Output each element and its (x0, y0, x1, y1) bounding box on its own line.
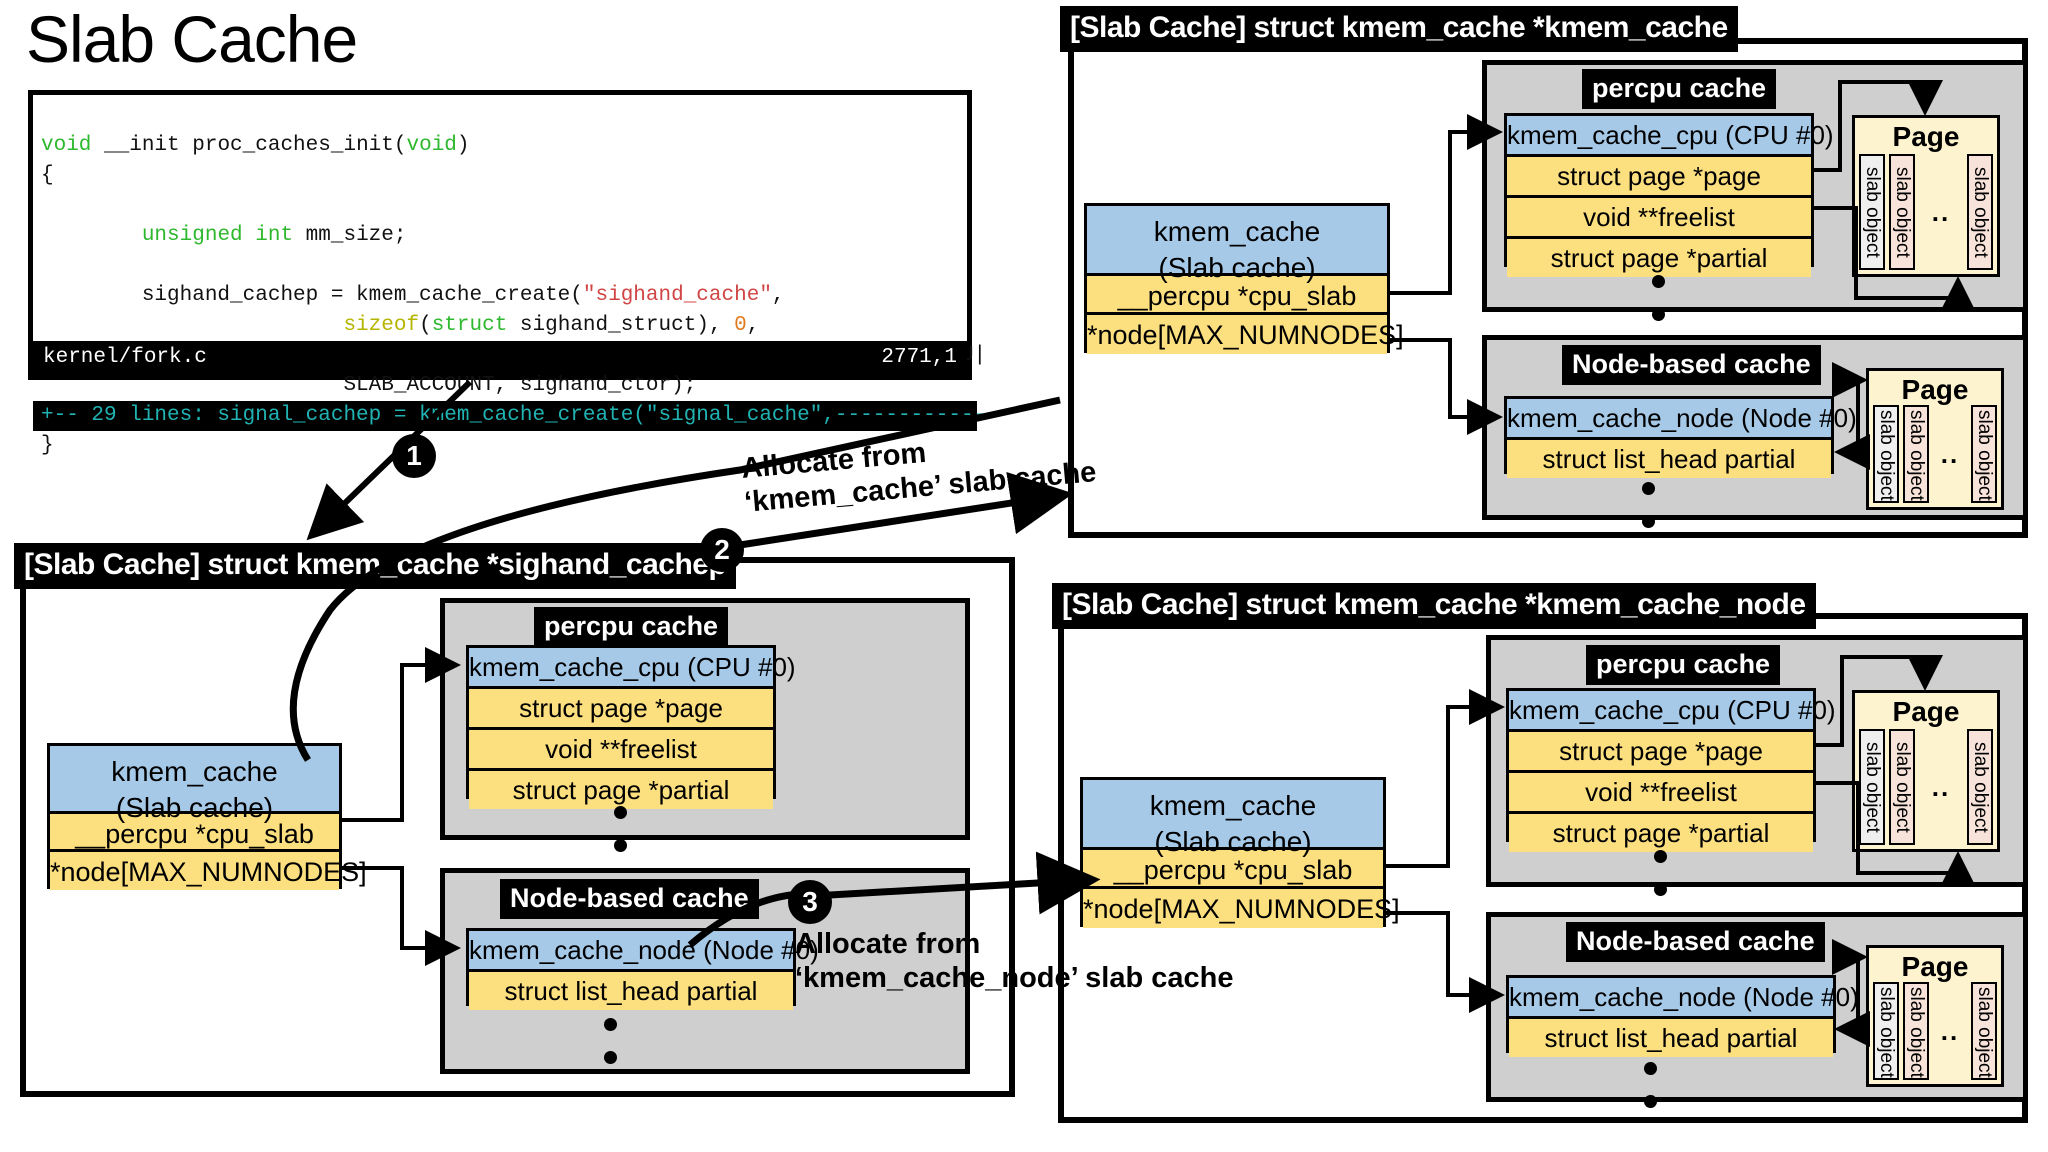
slab-object: slab object (1889, 729, 1915, 845)
kcnode-node-cache-title: Node-based cache (1566, 922, 1825, 962)
editor-statusbar: kernel/fork.c 2771,1 (33, 341, 967, 375)
kcnode-cpu-slab-row: __percpu *cpu_slab (1083, 850, 1383, 889)
step-marker-3: 3 (788, 880, 832, 924)
sighand-kmem-cache-cpu-head: kmem_cache_cpu (CPU #0) (469, 648, 796, 689)
slab-object: slab object (1967, 729, 1993, 845)
sighand-node-vdots (604, 1018, 618, 1084)
kmemcache-node-head: kmem_cache_node (Node #0) (1507, 399, 1857, 440)
page-label: Page (1892, 696, 1960, 727)
slab-object: slab object (1859, 729, 1885, 845)
slab-ellipsis: .. (1940, 1015, 1960, 1046)
kmemcache-percpu-vdots (1652, 275, 1666, 341)
slab-ellipsis: .. (1940, 438, 1960, 469)
kcnode-kmem-cache-node-box: kmem_cache_node (Node #0) struct list_he… (1506, 975, 1859, 1057)
sighand-kmem-cache-node-box: kmem_cache_node (Node #0) struct list_he… (466, 928, 819, 1010)
kmem-cache-title: kmem_cache (1153, 216, 1321, 247)
kmem-cache-title: kmem_cache (111, 756, 278, 787)
kmemcache-percpu-slab-row: slab object slab object .. slab object (1859, 154, 1993, 270)
sighand-cpu-slab-row: __percpu *cpu_slab (50, 814, 339, 852)
kcnode-node-head: kmem_cache_node (Node #0) (1509, 978, 1859, 1019)
kcnode-header: kmem_cache (Slab cache) (1083, 780, 1383, 857)
panel-kmem-cache-node-title: [Slab Cache] struct kmem_cache *kmem_cac… (1052, 583, 1816, 629)
slab-ellipsis: .. (1931, 196, 1951, 227)
sighand-kmem-cache-box: kmem_cache (Slab cache) __percpu *cpu_sl… (47, 743, 367, 890)
editor-cursor-position: 2771,1 (881, 346, 957, 369)
slab-object: slab object (1873, 982, 1899, 1080)
slab-object: slab object (1889, 154, 1915, 270)
kmemcache-struct-page-partial: struct page *partial (1507, 239, 1811, 277)
kmemcache-cpu-head: kmem_cache_cpu (CPU #0) (1507, 116, 1834, 157)
slab-ellipsis: .. (1931, 771, 1951, 802)
kmemcache-node-page-box: Page slab object slab object .. slab obj… (1866, 368, 2004, 510)
sighand-struct-page-page: struct page *page (469, 689, 773, 730)
sighand-kmem-cache-node-head: kmem_cache_node (Node #0) (469, 931, 819, 972)
code-fold-line[interactable]: +-- 29 lines: signal_cachep = kmem_cache… (33, 401, 999, 431)
kcnode-list-head-partial: struct list_head partial (1509, 1019, 1833, 1057)
kmemcache-node-slab-row: slab object slab object .. slab object (1873, 405, 1997, 503)
sighand-list-head-partial: struct list_head partial (469, 972, 793, 1010)
kcnode-node-slab-row: slab object slab object .. slab object (1873, 982, 1997, 1080)
annotation-step-3: Allocate from ‘kmem_cache_node’ slab cac… (795, 927, 1233, 995)
kmemcache-list-head-partial: struct list_head partial (1507, 440, 1831, 478)
slab-object: slab object (1903, 982, 1929, 1080)
slab-object: slab object (1873, 405, 1899, 503)
annotation-step-3-line2: ‘kmem_cache_node’ slab cache (795, 962, 1234, 994)
slab-object: slab object (1903, 405, 1929, 503)
kcnode-percpu-vdots (1654, 850, 1668, 916)
kcnode-node-array-row: *node[MAX_NUMNODES] (1083, 889, 1400, 928)
kcnode-kmem-cache-box: kmem_cache (Slab cache) __percpu *cpu_sl… (1080, 777, 1400, 928)
kcnode-struct-page-partial: struct page *partial (1509, 814, 1813, 852)
slab-object: slab object (1859, 154, 1885, 270)
kmemcache-kmem-cache-box: kmem_cache (Slab cache) __percpu *cpu_sl… (1084, 203, 1404, 354)
page-label: Page (1892, 121, 1960, 152)
page-label: Page (1901, 951, 1969, 982)
kcnode-percpu-slab-row: slab object slab object .. slab object (1859, 729, 1993, 845)
sighand-node-cache-title: Node-based cache (500, 879, 759, 919)
kmemcache-void-freelist: void **freelist (1507, 198, 1811, 239)
kmemcache-percpu-page-box: Page slab object slab object .. slab obj… (1852, 115, 2000, 277)
kmemcache-struct-page-page: struct page *page (1507, 157, 1811, 198)
slab-object: slab object (1971, 405, 1997, 503)
kmemcache-percpu-cache-title: percpu cache (1582, 69, 1777, 109)
slab-object: slab object (1967, 154, 1993, 270)
step-marker-2: 2 (700, 528, 744, 572)
kcnode-node-vdots (1644, 1062, 1658, 1128)
panel-kmem-cache-title: [Slab Cache] struct kmem_cache *kmem_cac… (1060, 6, 1738, 52)
sighand-percpu-vdots (614, 806, 628, 872)
kcnode-percpu-page-box: Page slab object slab object .. slab obj… (1852, 690, 2000, 852)
sighand-percpu-cache-title: percpu cache (534, 607, 729, 647)
sighand-node-array-row: *node[MAX_NUMNODES] (50, 852, 367, 890)
sighand-kmem-cache-header: kmem_cache (Slab cache) (50, 746, 339, 823)
kcnode-struct-page-page: struct page *page (1509, 732, 1813, 773)
kmemcache-node-cache-title: Node-based cache (1562, 345, 1821, 385)
kcnode-node-page-box: Page slab object slab object .. slab obj… (1866, 945, 2004, 1087)
kcnode-void-freelist: void **freelist (1509, 773, 1813, 814)
kmemcache-kmem-cache-cpu-box: kmem_cache_cpu (CPU #0) struct page *pag… (1504, 113, 1834, 277)
step-marker-1: 1 (392, 434, 436, 478)
panel-sighand-cachep-title: [Slab Cache] struct kmem_cache *sighand_… (14, 543, 737, 589)
sighand-void-freelist: void **freelist (469, 730, 773, 771)
code-editor[interactable]: void __init proc_caches_init(void){ unsi… (28, 90, 999, 457)
page-title: Slab Cache (26, 2, 358, 76)
kmem-cache-title: kmem_cache (1149, 790, 1317, 821)
kcnode-cpu-head: kmem_cache_cpu (CPU #0) (1509, 691, 1836, 732)
kmemcache-kmem-cache-node-box: kmem_cache_node (Node #0) struct list_he… (1504, 396, 1857, 478)
kcnode-percpu-cache-title: percpu cache (1586, 645, 1781, 685)
slab-object: slab object (1971, 982, 1997, 1080)
annotation-step-3-line1: Allocate from (795, 928, 981, 960)
kmemcache-cpu-slab-row: __percpu *cpu_slab (1087, 276, 1387, 315)
kmemcache-node-vdots (1642, 482, 1656, 548)
kmemcache-header: kmem_cache (Slab cache) (1087, 206, 1387, 283)
kmemcache-node-array-row: *node[MAX_NUMNODES] (1087, 315, 1404, 354)
kcnode-kmem-cache-cpu-box: kmem_cache_cpu (CPU #0) struct page *pag… (1506, 688, 1836, 852)
sighand-struct-page-partial: struct page *partial (469, 771, 773, 809)
sighand-kmem-cache-cpu-box: kmem_cache_cpu (CPU #0) struct page *pag… (466, 645, 796, 809)
editor-filename: kernel/fork.c (43, 346, 207, 369)
page-label: Page (1901, 374, 1969, 405)
